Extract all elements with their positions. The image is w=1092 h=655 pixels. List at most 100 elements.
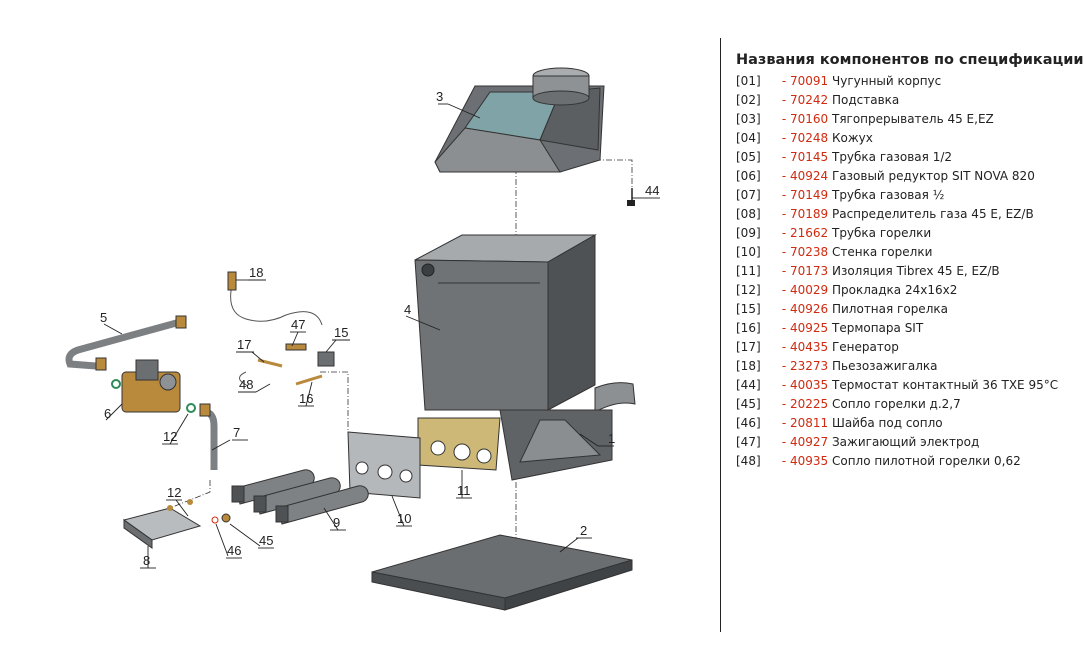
spec-item-index: [07]: [736, 188, 761, 202]
part-5-gas-pipe: [65, 315, 187, 371]
part-4-casing: [414, 234, 636, 413]
spec-item-code: - 70145: [781, 150, 829, 164]
callout-17: 17: [237, 337, 251, 352]
spec-item-code: - 40927: [781, 435, 829, 449]
spec-title: Названия компонентов по спецификации: [736, 52, 1084, 68]
spec-item-index: [09]: [736, 226, 761, 240]
spec-item: [18] - 23273 Пьезозажигалка: [736, 357, 1086, 376]
spec-item-name: Термопара SIT: [831, 321, 924, 335]
callout-47: 47: [291, 317, 305, 332]
spec-item-name: Пьезозажигалка: [831, 359, 938, 373]
spec-item-code: - 40924: [781, 169, 829, 183]
callout-7: 7: [233, 425, 240, 440]
spec-item-code: - 20225: [781, 397, 829, 411]
callout-16: 16: [299, 391, 313, 406]
spec-list: [01] - 70091 Чугунный корпус[02] - 70242…: [736, 72, 1086, 471]
part-7-gas-pipe-half: [186, 403, 218, 470]
spec-item-code: - 40029: [781, 283, 829, 297]
spec-item-code: - 70091: [781, 74, 829, 88]
callout-10: 10: [397, 511, 411, 526]
spec-item-name: Трубка горелки: [831, 226, 932, 240]
spec-item-name: Кожух: [831, 131, 873, 145]
callout-5: 5: [100, 310, 107, 325]
spec-item-code: - 40925: [781, 321, 829, 335]
spec-item: [15] - 40926 Пилотная горелка: [736, 300, 1086, 319]
callout-2: 2: [580, 523, 587, 538]
spec-item-index: [03]: [736, 112, 761, 126]
spec-item: [03] - 70160 Тягопрерыватель 45 E,EZ: [736, 110, 1086, 129]
spec-item: [09] - 21662 Трубка горелки: [736, 224, 1086, 243]
part-6-gas-valve: [111, 359, 181, 413]
spec-item-index: [04]: [736, 131, 761, 145]
spec-item-name: Зажигающий электрод: [831, 435, 980, 449]
spec-item-name: Трубка газовая ½: [831, 188, 945, 202]
spec-item: [07] - 70149 Трубка газовая ½: [736, 186, 1086, 205]
spec-item: [01] - 70091 Чугунный корпус: [736, 72, 1086, 91]
callout-9: 9: [333, 515, 340, 530]
exploded-parts-diagram: 3 44 18 5 47 15 4 17 48 16 6 12 7 1 12 1…: [65, 67, 660, 611]
panel-divider: [720, 38, 721, 632]
callout-18: 18: [249, 265, 263, 280]
callout-48: 48: [239, 377, 253, 392]
spec-item-index: [12]: [736, 283, 761, 297]
spec-item: [16] - 40925 Термопара SIT: [736, 319, 1086, 338]
part-3-draft-diverter: [434, 67, 605, 173]
spec-item-code: - 40926: [781, 302, 829, 316]
spec-item-name: Распределитель газа 45 E, EZ/B: [831, 207, 1034, 221]
spec-item: [02] - 70242 Подставка: [736, 91, 1086, 110]
spec-item-index: [10]: [736, 245, 761, 259]
spec-item-name: Изоляция Tibrex 45 E, EZ/B: [831, 264, 1000, 278]
part-10-burner-wall: [347, 431, 421, 499]
spec-item: [10] - 70238 Стенка горелки: [736, 243, 1086, 262]
spec-item-index: [11]: [736, 264, 761, 278]
spec-item-index: [44]: [736, 378, 761, 392]
callout-45: 45: [259, 533, 273, 548]
callout-44: 44: [645, 183, 659, 198]
spec-item-name: Сопло пилотной горелки 0,62: [831, 454, 1021, 468]
spec-item-index: [45]: [736, 397, 761, 411]
spec-item-code: - 70149: [781, 188, 829, 202]
spec-item-index: [18]: [736, 359, 761, 373]
spec-item-code: - 70248: [781, 131, 829, 145]
spec-item-code: - 70173: [781, 264, 829, 278]
spec-item-name: Шайба под сопло: [831, 416, 943, 430]
part-1-cast-iron-body: [499, 409, 613, 481]
part-11-insulation: [417, 417, 501, 471]
callout-8: 8: [143, 553, 150, 568]
part-9-burner-tubes: [231, 469, 369, 525]
spec-item-name: Чугунный корпус: [831, 74, 942, 88]
spec-item: [45] - 20225 Сопло горелки д.2,7: [736, 395, 1086, 414]
spec-item-index: [47]: [736, 435, 761, 449]
spec-item-index: [17]: [736, 340, 761, 354]
callout-12: 12: [163, 429, 177, 444]
spec-item: [04] - 70248 Кожух: [736, 129, 1086, 148]
spec-panel: Названия компонентов по спецификации [01…: [736, 52, 1086, 471]
spec-item-name: Генератор: [831, 340, 899, 354]
spec-item-index: [06]: [736, 169, 761, 183]
spec-item-code: - 40035: [781, 378, 829, 392]
spec-item-index: [16]: [736, 321, 761, 335]
part-44-thermostat: [627, 188, 635, 206]
spec-item-name: Тягопрерыватель 45 E,EZ: [831, 112, 994, 126]
spec-item-name: Газовый редуктор SIT NOVA 820: [831, 169, 1035, 183]
spec-item-code: - 21662: [781, 226, 829, 240]
part-8-gas-distributor: [122, 499, 231, 549]
spec-item-name: Трубка газовая 1/2: [831, 150, 953, 164]
spec-item: [17] - 40435 Генератор: [736, 338, 1086, 357]
spec-item: [08] - 70189 Распределитель газа 45 E, E…: [736, 205, 1086, 224]
callout-15: 15: [334, 325, 348, 340]
callout-6: 6: [104, 406, 111, 421]
spec-item-index: [02]: [736, 93, 761, 107]
spec-item-name: Подставка: [831, 93, 900, 107]
callout-numbers: 3 44 18 5 47 15 4 17 48 16 6 12 7 1 12 1…: [100, 89, 659, 568]
spec-item-code: - 70160: [781, 112, 829, 126]
spec-item: [12] - 40029 Прокладка 24x16x2: [736, 281, 1086, 300]
spec-item-index: [15]: [736, 302, 761, 316]
spec-item: [11] - 70173 Изоляция Tibrex 45 E, EZ/B: [736, 262, 1086, 281]
spec-item: [06] - 40924 Газовый редуктор SIT NOVA 8…: [736, 167, 1086, 186]
spec-item-code: - 23273: [781, 359, 829, 373]
spec-item: [48] - 40935 Сопло пилотной горелки 0,62: [736, 452, 1086, 471]
pilot-assembly: [227, 271, 335, 387]
spec-item-name: Термостат контактный 36 TXE 95°C: [831, 378, 1059, 392]
spec-item-name: Прокладка 24x16x2: [831, 283, 958, 297]
